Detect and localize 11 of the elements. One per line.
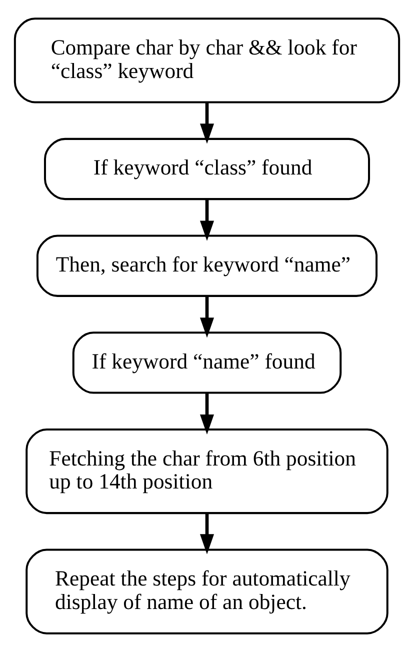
arrow (200, 199, 214, 241)
arrow (200, 513, 214, 554)
arrow (200, 393, 214, 435)
arrow (200, 296, 214, 338)
node-box: Repeat the steps for automatically display of name of an object. (26, 548, 388, 634)
node-box: If keyword “name” found (72, 332, 342, 394)
node-box: Compare char by char && look for “class” keyword (14, 18, 400, 104)
node-box: If keyword “class” found (44, 138, 370, 200)
node-box: Fetching the char from 6th position up to 14th position (26, 428, 388, 514)
node-box: Then, search for keyword “name” (36, 234, 378, 297)
arrow (200, 102, 214, 144)
